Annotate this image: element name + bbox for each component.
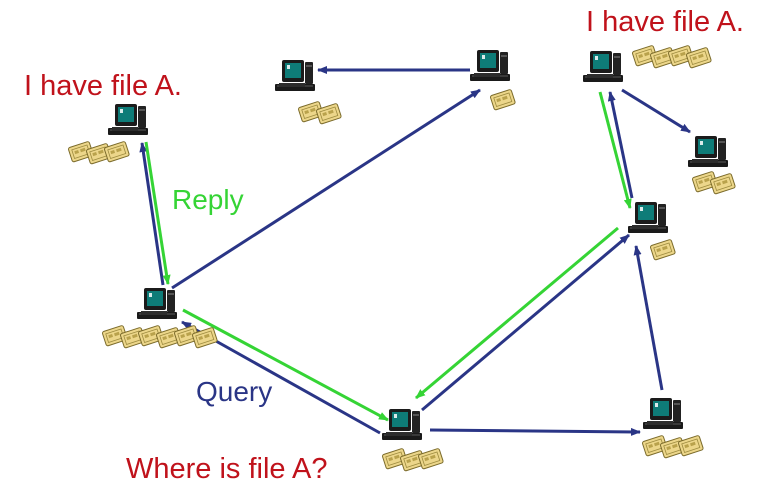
node-top-middle-left [275, 60, 342, 125]
query-label: Query [196, 376, 273, 407]
node-top-left [68, 104, 148, 165]
edges [139, 66, 691, 436]
file-icon [316, 103, 342, 125]
file-stack [642, 435, 704, 459]
computer-icon [688, 136, 728, 167]
query-arrow [633, 245, 664, 391]
reply-arrow [598, 91, 632, 209]
computer-icon [108, 104, 148, 135]
computer-icon [583, 51, 623, 82]
query-arrow [429, 427, 641, 436]
file-stack [298, 101, 342, 125]
file-stack [632, 45, 712, 69]
file-stack [68, 141, 130, 165]
file-icon [104, 141, 130, 163]
node-left-middle [102, 288, 218, 349]
node-right-upper [688, 136, 736, 195]
file-icon [668, 45, 694, 67]
where-file-label: Where is file A? [126, 453, 328, 485]
file-icon [418, 448, 444, 470]
have-file-label-left: I have file A. [24, 70, 182, 102]
node-bottom-center [382, 409, 444, 472]
node-bottom-right [642, 398, 704, 459]
query-arrow [139, 142, 165, 286]
query-arrow [421, 233, 630, 412]
file-icon [490, 89, 516, 111]
file-icon [710, 173, 736, 195]
computer-icon [470, 50, 510, 81]
node-top-middle-right [470, 50, 516, 111]
query-arrow [621, 88, 691, 134]
file-stack [692, 171, 736, 195]
computer-icon [382, 409, 422, 440]
have-file-label-right: I have file A. [586, 6, 744, 38]
file-icon [192, 327, 218, 349]
file-stack [650, 239, 676, 261]
node-top-right [583, 45, 712, 82]
reply-arrow [182, 308, 389, 422]
reply-arrow [415, 226, 619, 400]
computer-icon [137, 288, 177, 319]
file-stack [490, 89, 516, 111]
query-arrow [171, 88, 481, 290]
file-stack [102, 325, 218, 349]
computer-icon [275, 60, 315, 91]
file-icon [686, 47, 712, 69]
file-icon [650, 239, 676, 261]
computer-icon [628, 202, 668, 233]
file-icon [678, 435, 704, 457]
file-stack [382, 448, 444, 472]
node-right-middle [628, 202, 676, 261]
reply-arrow [144, 141, 171, 285]
query-arrow [607, 91, 634, 199]
peer-nodes [68, 45, 736, 472]
reply-label: Reply [172, 184, 244, 215]
computer-icon [643, 398, 683, 429]
